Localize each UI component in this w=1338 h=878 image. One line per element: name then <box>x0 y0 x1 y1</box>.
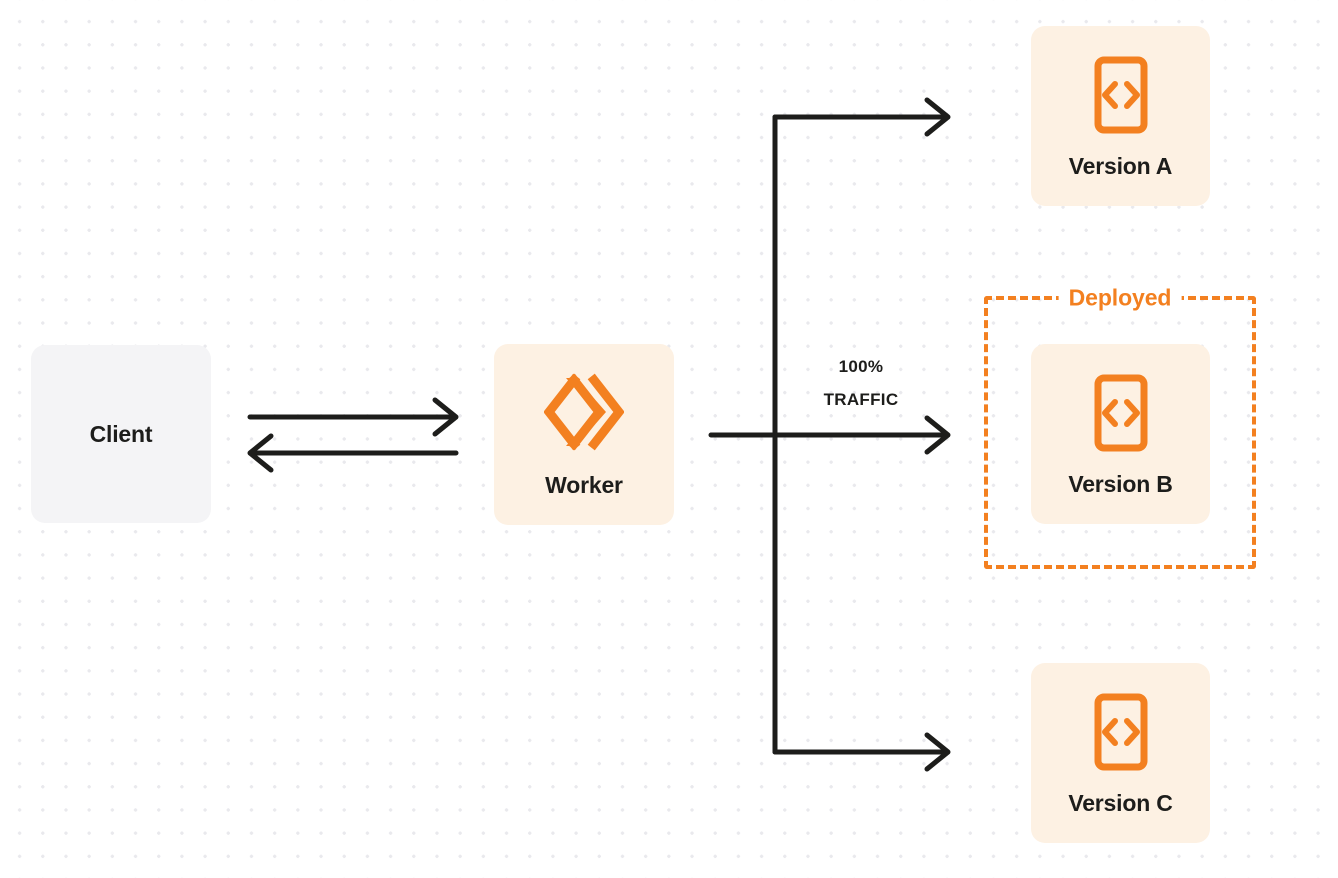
code-file-icon <box>1090 692 1152 772</box>
worker-label: Worker <box>545 472 623 498</box>
traffic-label: 100% TRAFFIC <box>786 350 936 416</box>
worker-node[interactable]: Worker <box>494 344 674 525</box>
version-b-node[interactable]: Version B <box>1031 344 1210 524</box>
version-b-label: Version B <box>1068 470 1173 497</box>
version-c-node[interactable]: Version C <box>1031 663 1210 843</box>
traffic-unit: TRAFFIC <box>823 390 899 410</box>
version-c-label: Version C <box>1068 789 1173 816</box>
edge-worker-to-version-b <box>708 415 951 455</box>
client-node[interactable]: Client <box>31 345 211 523</box>
version-a-label: Version A <box>1068 152 1173 179</box>
client-label: Client <box>89 420 153 447</box>
version-a-node[interactable]: Version A <box>1031 26 1210 206</box>
deployed-group-label: Deployed <box>1058 284 1182 312</box>
code-file-icon <box>1090 55 1152 135</box>
deployed-group: Deployed <box>984 284 1256 569</box>
edge-worker-to-client <box>247 433 459 473</box>
code-file-icon <box>1090 373 1152 453</box>
edge-worker-to-version-c <box>772 732 951 772</box>
edge-worker-to-version-a <box>772 97 951 137</box>
traffic-percent: 100% <box>838 357 884 376</box>
edge-client-to-worker <box>247 397 459 437</box>
cloudflare-workers-logo-icon <box>544 372 624 452</box>
